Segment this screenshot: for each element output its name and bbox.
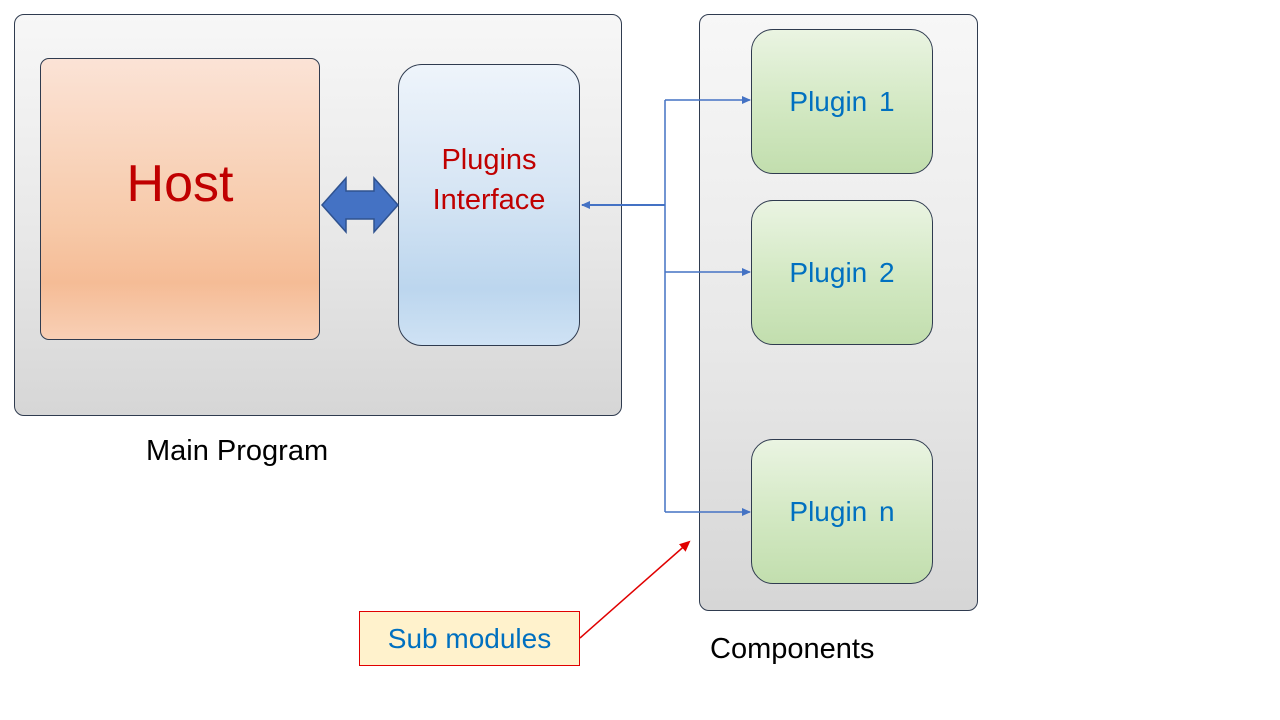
plugins-interface-label-line2: Interface xyxy=(432,184,546,216)
plugins-interface-label: Plugins Interface xyxy=(433,140,546,220)
host-box: Host xyxy=(40,58,320,340)
plugin-n-box: Plugin n xyxy=(751,439,933,584)
sub-modules-callout: Sub modules xyxy=(359,611,580,666)
plugins-interface-box: Plugins Interface xyxy=(398,64,580,346)
plugin-1-label: Plugin 1 xyxy=(789,85,895,117)
plugin-2-label: Plugin 2 xyxy=(789,256,895,288)
plugin-1-box: Plugin 1 xyxy=(751,29,933,174)
components-caption: Components xyxy=(710,633,875,665)
main-program-caption: Main Program xyxy=(146,435,329,467)
callout-arrow xyxy=(579,540,691,639)
plugins-interface-label-line1: Plugins xyxy=(441,144,537,176)
host-label: Host xyxy=(126,155,234,213)
plugin-n-label: Plugin n xyxy=(789,495,895,527)
sub-modules-label: Sub modules xyxy=(387,622,552,654)
plugin-2-box: Plugin 2 xyxy=(751,200,933,345)
